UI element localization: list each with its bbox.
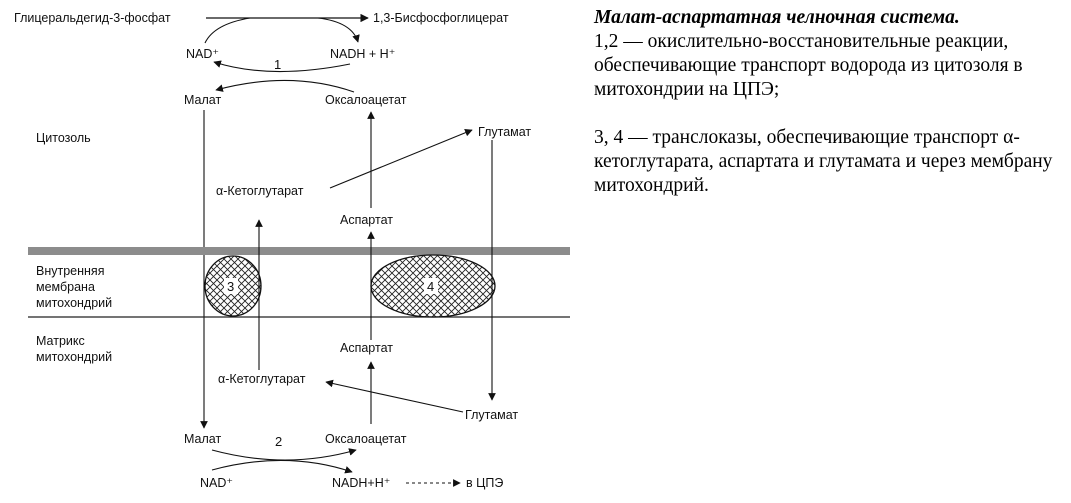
malate-matrix-label: Малат [184,432,221,446]
top-product-label: 1,3-Бисфосфоглицерат [373,11,509,25]
nad-top-label: NAD⁺ [186,47,219,61]
reaction-2-malate-to-oxaloacetate-curve [211,448,357,461]
translocase-3-label-bg [224,278,238,294]
reaction-1-label: 1 [274,57,281,72]
region-membrane-label-3: митохондрий [36,296,112,310]
oxaloacetate-cytosol-label: Оксалоацетат [325,93,407,107]
oxaloacetate-matrix-label: Оксалоацетат [325,432,407,446]
glutamate-matrix-label: Глутамат [465,408,518,422]
aspartate-matrix-label: Аспартат [340,341,393,355]
akg-to-glutamate-arrow [329,129,473,189]
reaction-1-oxaloacetate-to-malate-curve [215,79,355,93]
nadh-top-label: NADH + H⁺ [330,47,395,61]
akg-matrix-label: α-Кетоглутарат [218,372,306,386]
reaction-2-label: 2 [275,434,282,449]
translocase-3-label: 3 [227,279,234,294]
glutamate-cytosol-label: Глутамат [478,125,531,139]
caption-title: Малат-аспартатная челночная система. [594,7,960,28]
glutamate-to-akg-arrow [325,379,464,413]
region-matrix-label-1: Матрикс [36,334,85,348]
caption-paragraph-2: 3, 4 — транслоказы, обеспечивающие транс… [594,127,1053,196]
malate-cytosol-label: Малат [184,93,221,107]
to-etc-label: в ЦПЭ [466,476,503,490]
nadh-bottom-label: NADH+H⁺ [332,476,390,490]
top-to-nadh-curve [317,17,360,43]
aspartate-cytosol-label: Аспартат [340,213,393,227]
region-cytosol-label: Цитозоль [36,131,91,145]
akg-cytosol-label: α-Кетоглутарат [216,184,304,198]
diagram-caption: Малат-аспартатная челночная система. 1,2… [594,6,1064,198]
outer-membrane-band [28,247,570,255]
top-substrate-label: Глицеральдегид-3-фосфат [14,11,171,25]
translocase-4-label: 4 [427,279,434,294]
caption-paragraph-1: 1,2 — окислительно-восстановительные реа… [594,31,1023,100]
region-membrane-label-1: Внутренняя [36,264,104,278]
region-matrix-label-2: митохондрий [36,350,112,364]
reaction-1-nadh-to-nad-curve [213,60,351,73]
nad-bottom-label: NAD⁺ [200,476,233,490]
nad-to-top-curve [204,17,251,44]
translocase-4-label-bg [424,278,438,294]
reaction-2-nad-to-nadh-curve [211,459,353,474]
region-membrane-label-2: мембрана [36,280,95,294]
